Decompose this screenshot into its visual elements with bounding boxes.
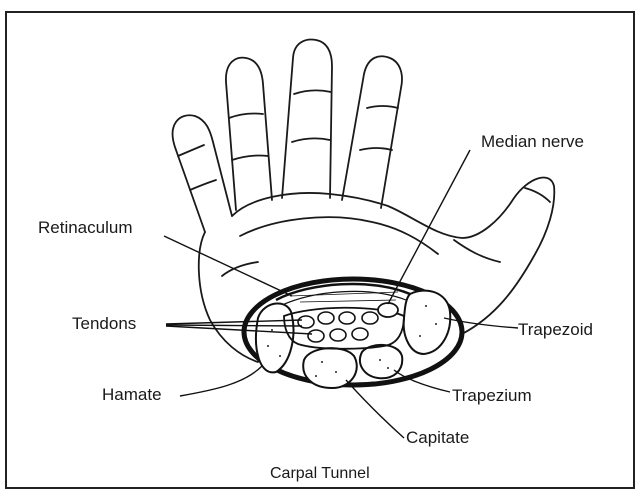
middle-finger bbox=[282, 40, 332, 198]
median-nerve-leader bbox=[388, 150, 470, 304]
tendon bbox=[352, 328, 368, 340]
tendon bbox=[339, 312, 355, 324]
retinaculum-label: Retinaculum bbox=[38, 218, 133, 237]
tendon bbox=[330, 329, 346, 341]
ring-finger bbox=[226, 58, 272, 210]
trapezium-label: Trapezium bbox=[452, 386, 532, 405]
carpal-cross-section bbox=[244, 279, 462, 388]
figure-caption: Carpal Tunnel bbox=[270, 465, 370, 482]
trapezium-bone bbox=[360, 345, 402, 378]
palm-outline bbox=[199, 177, 555, 362]
index-finger bbox=[342, 56, 402, 208]
capitate-leader bbox=[346, 380, 404, 438]
trapezoid-bone bbox=[404, 291, 451, 354]
little-finger bbox=[173, 115, 232, 232]
capitate-label: Capitate bbox=[406, 428, 469, 447]
hamate-leader bbox=[180, 366, 262, 396]
tendon bbox=[362, 312, 378, 324]
tendon-group bbox=[298, 312, 378, 342]
tendon bbox=[308, 330, 324, 342]
retinaculum-leader bbox=[164, 236, 292, 296]
tendon bbox=[318, 312, 334, 324]
tendons-label: Tendons bbox=[72, 314, 136, 333]
median-nerve bbox=[378, 303, 398, 317]
trapezoid-label: Trapezoid bbox=[518, 320, 593, 339]
figure-frame bbox=[6, 12, 634, 488]
hamate-label: Hamate bbox=[102, 385, 162, 404]
median-nerve-label: Median nerve bbox=[481, 132, 584, 151]
